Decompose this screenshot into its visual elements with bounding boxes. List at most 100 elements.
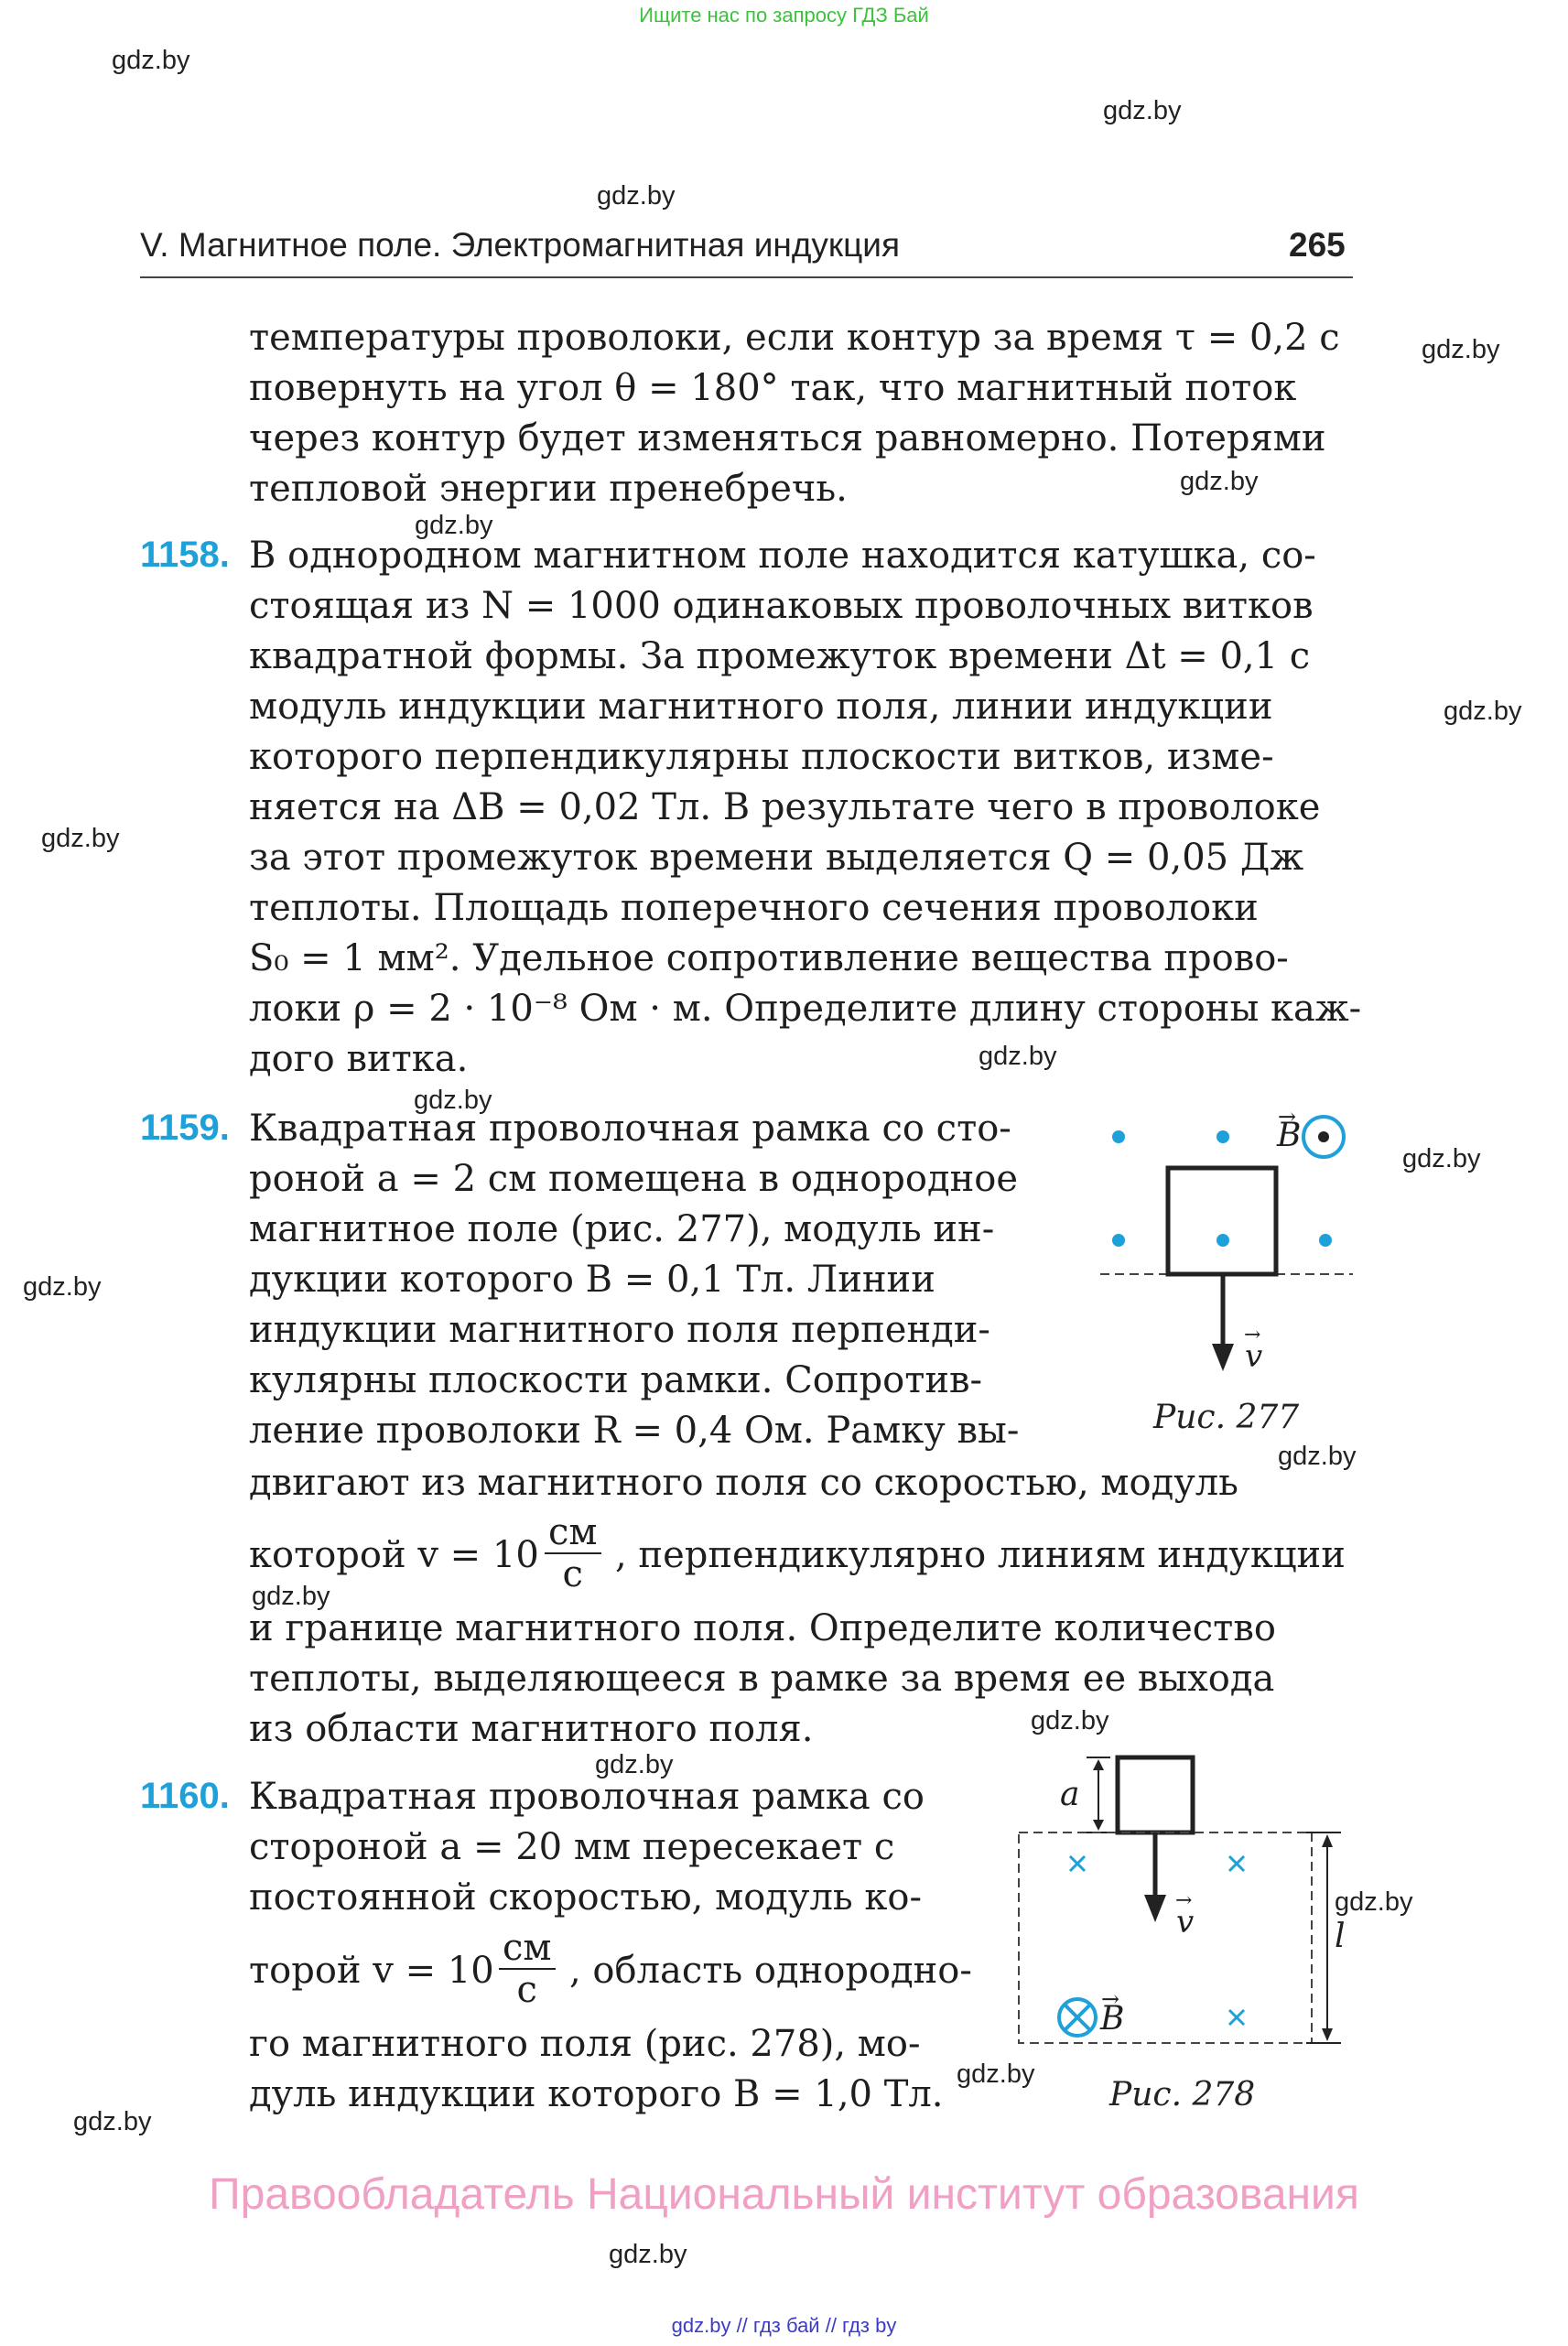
watermark: gdz.by (112, 46, 190, 75)
speed-fraction-denominator: с (516, 1969, 537, 2011)
watermark: gdz.by (979, 1042, 1057, 1071)
field-cross-icon (1068, 1854, 1087, 1873)
figure-278-label-v: v (1176, 1904, 1195, 1941)
problem-1158-line: дого витка. (249, 1038, 469, 1080)
problem-1159-line: магнитное поле (рис. 277), модуль ин- (249, 1208, 995, 1250)
dimension-a-arrowhead (1093, 1820, 1104, 1831)
velocity-arrowhead (1212, 1344, 1234, 1371)
problem-1159-line: из области магнитного поля. (249, 1708, 814, 1750)
field-cross-icon (1227, 1854, 1246, 1873)
problem-1158-line: теплоты. Площадь поперечного сечения про… (249, 887, 1259, 929)
figure-278-label-B: B (1100, 2000, 1125, 2038)
dimension-l-arrowhead (1322, 1834, 1333, 1847)
watermark: gdz.by (1444, 697, 1522, 726)
watermark: gdz.by (1278, 1442, 1357, 1471)
problem-1158-line: модуль индукции магнитного поля, линии и… (249, 686, 1273, 728)
speed-fraction-denominator: с (562, 1553, 583, 1595)
intro-line: температуры проволоки, если контур за вр… (249, 317, 1340, 359)
problem-number-1159: 1159. (140, 1108, 230, 1148)
watermark: gdz.by (414, 1086, 492, 1115)
speed-fraction-numerator: см (499, 1928, 556, 1970)
problem-1160-line: стороной a = 20 мм пересекает с (249, 1826, 895, 1868)
watermark: gdz.by (41, 824, 120, 853)
problem-1159-speed-suffix: , перпендикулярно линиям индукции (615, 1534, 1346, 1576)
intro-line: повернуть на угол θ = 180° так, что магн… (249, 367, 1297, 409)
problem-1158-line: которого перпендикулярны плоскости витко… (249, 736, 1274, 778)
speed-fraction-numerator: см (545, 1512, 601, 1554)
header-rule (140, 276, 1353, 278)
figure-278-caption: Рис. 278 (1109, 2076, 1256, 2114)
field-dot (1217, 1234, 1229, 1247)
watermark: gdz.by (23, 1272, 102, 1302)
vector-arrow-icon: → (1278, 1104, 1297, 1130)
problem-1159-speed-prefix: которой v = 10 (249, 1534, 539, 1576)
copyright-notice: Правообладатель Национальный институт об… (209, 2170, 1359, 2219)
problem-number-1158: 1158. (140, 535, 230, 575)
problem-1158-line: за этот промежуток времени выделяется Q … (249, 837, 1304, 879)
vector-arrow-icon: → (1175, 1889, 1193, 1912)
top-banner[interactable]: Ищите нас по запросу ГДЗ Бай (639, 4, 929, 27)
field-out-of-page-icon (1302, 1115, 1346, 1159)
figure-277 (1100, 1115, 1353, 1371)
watermark: gdz.by (1422, 335, 1500, 364)
problem-1159-line: теплоты, выделяющееся в рамке за время е… (249, 1658, 1275, 1700)
problem-1160-line: постоянной скоростью, модуль ко- (249, 1876, 922, 1919)
problem-1159-line: и границе магнитного поля. Определите ко… (249, 1607, 1276, 1649)
problem-1158-line: S₀ = 1 мм². Удельное сопротивление вещес… (249, 937, 1289, 979)
field-dot (1112, 1234, 1125, 1247)
field-cross-icon (1227, 2008, 1246, 2027)
problem-1159-line: кулярны плоскости рамки. Сопротив- (249, 1359, 983, 1401)
watermark: gdz.by (595, 1750, 674, 1779)
velocity-arrowhead (1144, 1895, 1166, 1922)
bottom-links[interactable]: gdz.by // гдз бай // гдз by (671, 2314, 897, 2337)
problem-1158-line: В однородном магнитном поле находится ка… (249, 535, 1316, 577)
watermark: gdz.by (957, 2060, 1035, 2089)
problem-1158-line: квадратной формы. За промежуток времени … (249, 635, 1311, 677)
watermark: gdz.by (1103, 96, 1182, 125)
dimension-a-arrowhead (1093, 1759, 1104, 1770)
square-frame (1115, 1755, 1195, 1835)
watermark: gdz.by (1031, 1706, 1109, 1735)
field-dot (1217, 1130, 1229, 1143)
watermark: gdz.by (415, 511, 493, 540)
field-into-page-icon (1057, 1997, 1098, 2038)
field-dot (1319, 1234, 1332, 1247)
figure-278-label-l: l (1335, 1918, 1346, 1955)
figure-277-label-v: v (1245, 1338, 1263, 1375)
dimension-l-arrowhead (1322, 2028, 1333, 2041)
figure-278-label-a: a (1060, 1776, 1080, 1813)
watermark: gdz.by (73, 2107, 152, 2136)
problem-1160-line: го магнитного поля (рис. 278), мо- (249, 2023, 921, 2065)
problem-1158-line: няется на ΔB = 0,02 Тл. В результате чег… (249, 786, 1321, 828)
problem-1160-speed-prefix: торой v = 10 (249, 1950, 494, 1992)
problem-1159-line: индукции магнитного поля перпенди- (249, 1309, 990, 1351)
watermark: gdz.by (1335, 1887, 1413, 1917)
square-frame (1165, 1165, 1279, 1277)
running-title: V. Магнитное поле. Электромагнитная инду… (140, 226, 900, 264)
problem-1158-line: стоящая из N = 1000 одинаковых проволочн… (249, 585, 1314, 627)
vector-arrow-icon: → (1101, 1986, 1120, 2012)
problem-1159-line: Квадратная проволочная рамка со сто- (249, 1108, 1011, 1150)
field-region (1018, 1832, 1313, 2044)
problem-1160-line: Квадратная проволочная рамка со (249, 1776, 925, 1818)
field-out-of-page-dot (1318, 1131, 1329, 1142)
intro-line: через контур будет изменяться равномерно… (249, 417, 1326, 459)
page-number: 265 (1289, 226, 1346, 264)
figure-278 (1018, 1755, 1341, 2044)
field-dot (1112, 1130, 1125, 1143)
problem-1160-speed-suffix: , область однородно- (569, 1950, 972, 1992)
problem-1160-line: дуль индукции которого B = 1,0 Тл. (249, 2073, 944, 2115)
watermark: gdz.by (1402, 1144, 1481, 1173)
watermark: gdz.by (597, 181, 676, 211)
watermark: gdz.by (1180, 467, 1259, 496)
problem-1159-line: двигают из магнитного поля со скоростью,… (249, 1462, 1238, 1504)
speed-fraction: см с (499, 1928, 556, 2010)
watermark: gdz.by (252, 1582, 330, 1611)
watermark: gdz.by (609, 2240, 687, 2269)
problem-1159-line: роной a = 2 см помещена в однородное (249, 1158, 1019, 1200)
vector-arrow-icon: → (1244, 1324, 1261, 1346)
speed-fraction: см с (545, 1512, 601, 1595)
intro-line: тепловой энергии пренебречь. (249, 468, 848, 510)
problem-number-1160: 1160. (140, 1776, 230, 1816)
figure-277-label-B: B (1277, 1117, 1302, 1154)
